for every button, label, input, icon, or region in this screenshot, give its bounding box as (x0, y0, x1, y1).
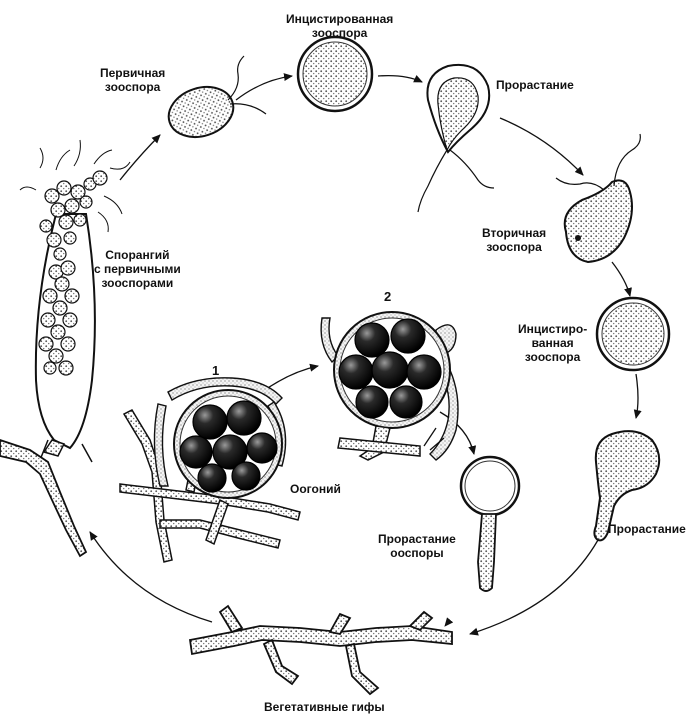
sporangium-structure (19, 139, 131, 463)
arrow-cyst2-to-germination2 (633, 373, 642, 419)
arrow-sporangium-to-primary (119, 134, 161, 181)
arrow-stage2-to-oospore (439, 411, 477, 455)
label-primary-zoospore-line-2: зооспора (104, 80, 161, 94)
label-encysted-zoospore-2-line-1: Инцистиро- (518, 322, 588, 336)
label-encysted-zoospore-1-line-1: Инцистированная (286, 12, 394, 26)
cycle-arrows (89, 73, 642, 636)
arrow-cyst-to-germination (377, 74, 423, 83)
label-sporangium-line-1: Спорангий (105, 248, 170, 262)
arrow-secondary-to-cyst2 (611, 261, 632, 297)
vegetative-hyphae-bottom (188, 604, 453, 696)
oogonium-stage-1 (119, 377, 301, 563)
germinating-cyst-cell (417, 64, 495, 213)
label-encysted-zoospore-2: Инцистиро- ванная зооспора (518, 322, 587, 364)
label-encysted-zoospore-2-line-3: зооспора (524, 350, 581, 364)
label-encysted-zoospore-1: Инцистированная зооспора (286, 12, 393, 40)
label-stage-1: 1 (212, 363, 220, 378)
label-encysted-zoospore-2-line-2: ванная (531, 336, 574, 350)
label-stage-2: 2 (384, 289, 392, 304)
label-germination-2: Прорастание (608, 522, 686, 536)
label-oogonium: Оогоний (290, 482, 341, 496)
arrow-hyphae-to-sporangium (89, 531, 213, 623)
label-secondary-zoospore-line-2: зооспора (486, 240, 542, 254)
label-secondary-zoospore-line-1: Вторичная (482, 226, 547, 240)
encysted-zoospore-cell-2 (595, 296, 671, 372)
label-germination-1: Прорастание (496, 78, 574, 92)
arrow-germination-to-secondary (499, 117, 584, 176)
label-oospore-germination: Прорастание ооспоры (378, 532, 456, 560)
arrow-primary-to-cyst (235, 73, 293, 101)
label-secondary-zoospore: Вторичная зооспора (482, 226, 546, 254)
secondary-zoospore-cell (555, 133, 641, 264)
hypha-left (0, 439, 88, 558)
primary-zoospore-cell (167, 55, 267, 138)
germinating-cyst-tube (593, 430, 661, 542)
label-oospore-germination-line-2: ооспоры (390, 546, 444, 560)
oospores-stage-2 (338, 318, 442, 419)
encysted-zoospore-cell-1 (296, 35, 374, 113)
arrow-oospore-to-hyphae (444, 617, 454, 627)
label-sporangium-line-2: с первичными (94, 262, 181, 276)
oospore-germination-cell (459, 455, 521, 592)
label-primary-zoospore: Первичная зооспора (100, 66, 165, 94)
label-vegetative-hyphae: Вегетативные гифы (264, 700, 385, 714)
label-encysted-zoospore-1-line-2: зооспора (311, 26, 368, 40)
arrow-germination2-to-hyphae (469, 539, 599, 636)
label-primary-zoospore-line-1: Первичная (100, 66, 166, 80)
label-sporangium-line-3: зооспорами (101, 276, 174, 290)
label-sporangium: Спорангий с первичными зооспорами (94, 248, 181, 290)
oogonium-stage-2 (320, 311, 459, 461)
oospheres-stage-1 (179, 400, 278, 493)
label-oospore-germination-line-1: Прорастание (378, 532, 456, 546)
